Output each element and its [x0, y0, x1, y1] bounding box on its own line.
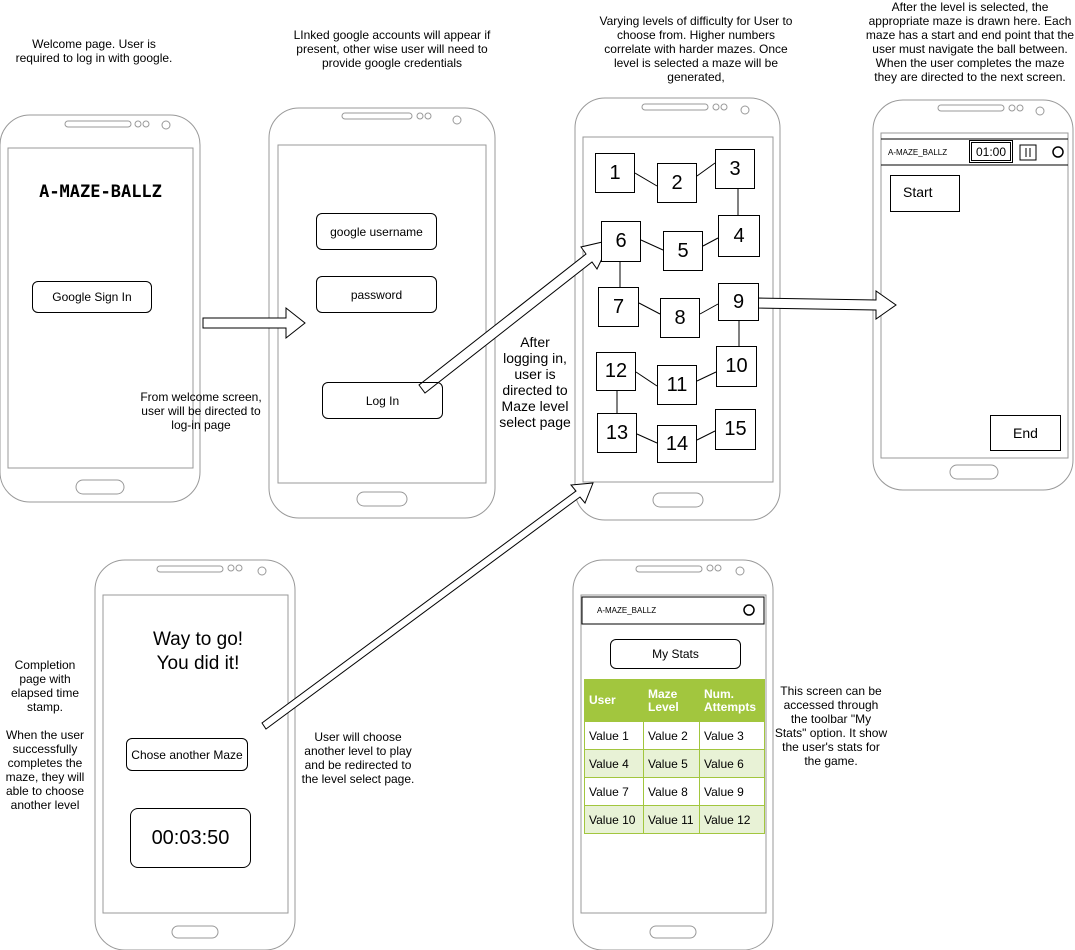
table-cell: Value 4	[584, 749, 644, 778]
maze-start-box[interactable]: Start	[890, 175, 960, 212]
table-row: Value 1 Value 2 Value 3	[584, 721, 765, 750]
phone-level-select	[574, 97, 781, 521]
phone-stats	[572, 559, 774, 950]
level-box-6[interactable]: 6	[601, 221, 641, 262]
table-cell: Value 6	[699, 749, 765, 778]
phone-completion	[94, 559, 296, 950]
level-box-11[interactable]: 11	[657, 365, 697, 405]
stats-header-row: User Maze Level Num. Attempts	[584, 679, 765, 722]
level-box-4[interactable]: 4	[718, 215, 760, 257]
level-box-3[interactable]: 3	[715, 149, 755, 189]
completion-message: Way to go! You did it!	[152, 629, 244, 674]
stats-menu-icon[interactable]	[743, 604, 755, 616]
stats-toolbar	[581, 596, 765, 625]
level-box-13[interactable]: 13	[597, 413, 637, 453]
table-cell: Value 10	[584, 805, 644, 834]
my-stats-button[interactable]: My Stats	[610, 639, 741, 669]
table-cell: Value 1	[584, 721, 644, 750]
level-box-8[interactable]: 8	[660, 298, 700, 338]
note-after-login: After logging in, user is directed to Ma…	[499, 334, 571, 430]
note-levels: Varying levels of difficulty for User to…	[599, 14, 793, 84]
pause-icon[interactable]	[1019, 144, 1037, 161]
arrow-login-to-levels	[418, 239, 612, 394]
stats-col-num-attempts: Num. Attempts	[699, 679, 765, 722]
level-box-1[interactable]: 1	[595, 153, 635, 193]
table-cell: Value 5	[643, 749, 700, 778]
level-box-7[interactable]: 7	[598, 287, 639, 327]
note-choose-another: User will choose another level to play a…	[301, 730, 415, 786]
table-cell: Value 11	[643, 805, 700, 834]
maze-toolbar-title: A-MAZE_BALLZ	[888, 147, 948, 157]
phone-login	[268, 107, 496, 519]
google-username-field[interactable]: google username	[316, 213, 437, 250]
maze-timer: 01:00	[969, 140, 1013, 163]
table-cell: Value 7	[584, 777, 644, 806]
level-box-2[interactable]: 2	[657, 163, 697, 203]
choose-another-maze-button[interactable]: Chose another Maze	[126, 738, 248, 771]
stats-col-maze-level: Maze Level	[643, 679, 700, 722]
stats-table: User Maze Level Num. Attempts Value 1 Va…	[584, 679, 765, 834]
arrow-welcome-to-login	[202, 306, 306, 340]
maze-end-box[interactable]: End	[990, 415, 1061, 451]
password-field[interactable]: password	[316, 276, 437, 313]
note-maze: After the level is selected, the appropr…	[865, 0, 1075, 84]
table-row: Value 10 Value 11 Value 12	[584, 805, 765, 834]
table-cell: Value 2	[643, 721, 700, 750]
level-box-15[interactable]: 15	[715, 409, 756, 450]
table-cell: Value 8	[643, 777, 700, 806]
note-login: LInked google accounts will appear if pr…	[293, 28, 491, 70]
stats-toolbar-title: A-MAZE_BALLZ	[597, 605, 657, 615]
table-row: Value 7 Value 8 Value 9	[584, 777, 765, 806]
menu-icon[interactable]	[1052, 146, 1064, 158]
table-cell: Value 9	[699, 777, 765, 806]
note-completion: Completion page with elapsed time stamp.…	[5, 658, 85, 812]
arrow-completion-to-levels	[261, 482, 594, 730]
google-sign-in-button[interactable]: Google Sign In	[32, 281, 152, 313]
note-stats: This screen can be accessed through the …	[774, 684, 888, 768]
note-welcome-to-login: From welcome screen, user will be direct…	[140, 390, 262, 432]
level-box-14[interactable]: 14	[657, 425, 697, 463]
level-box-9[interactable]: 9	[718, 283, 759, 321]
level-connectors	[616, 162, 740, 444]
level-box-10[interactable]: 10	[716, 346, 757, 387]
arrow-levels-to-maze	[757, 290, 897, 320]
log-in-button[interactable]: Log In	[322, 382, 443, 419]
table-row: Value 4 Value 5 Value 6	[584, 749, 765, 778]
note-welcome: Welcome page. User is required to log in…	[15, 37, 173, 65]
phone-welcome	[0, 114, 201, 503]
stats-col-user: User	[584, 679, 644, 722]
app-title: A-MAZE-BALLZ	[39, 182, 162, 202]
level-box-5[interactable]: 5	[663, 231, 703, 271]
level-box-12[interactable]: 12	[596, 352, 636, 391]
elapsed-time-display: 00:03:50	[130, 808, 251, 868]
table-cell: Value 3	[699, 721, 765, 750]
table-cell: Value 12	[699, 805, 765, 834]
